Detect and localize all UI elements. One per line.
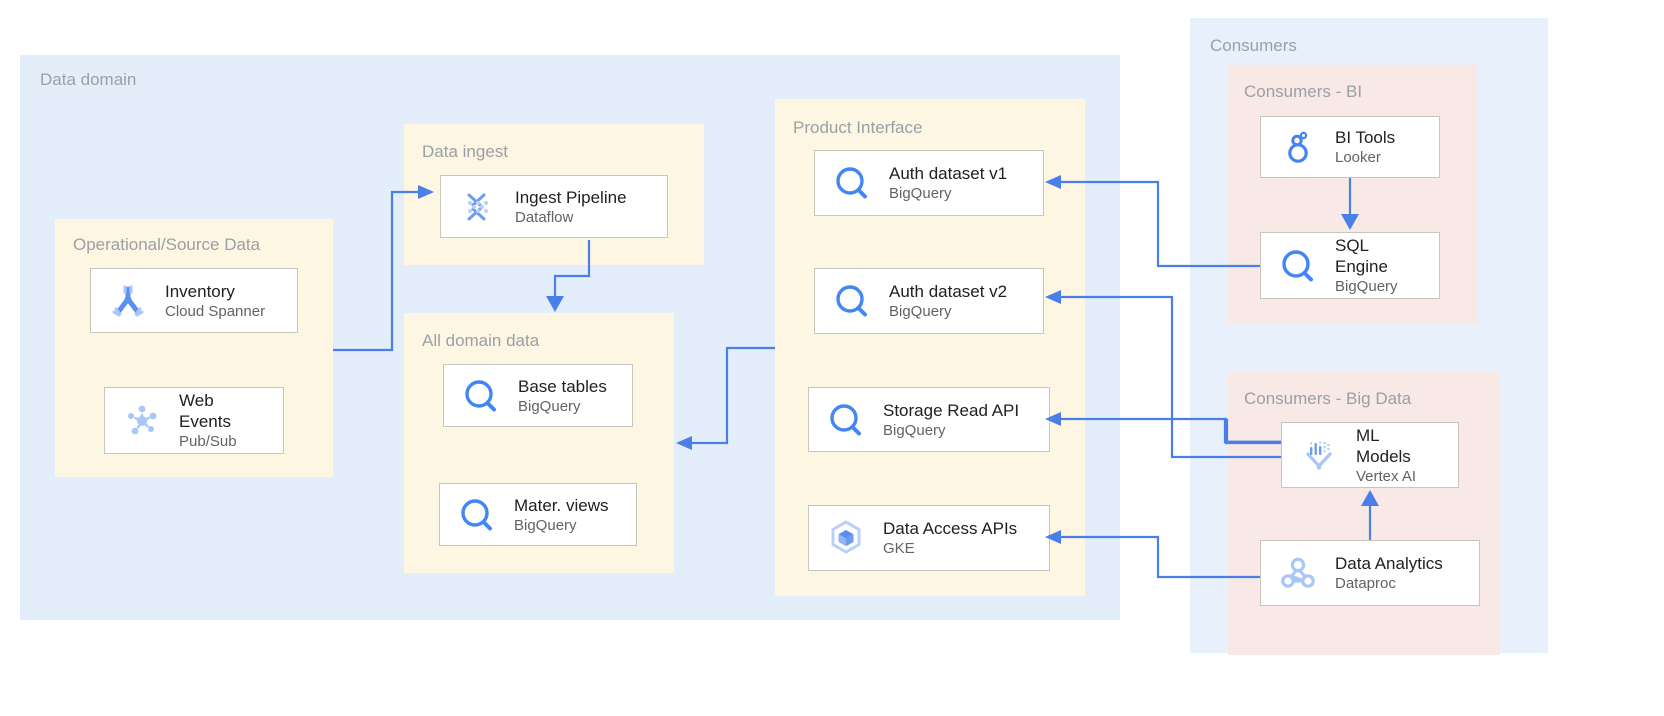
bigquery-icon bbox=[823, 397, 869, 443]
node-bi-tools-text: BI Tools Looker bbox=[1335, 127, 1439, 167]
bigquery-icon bbox=[1275, 243, 1321, 289]
cloud-spanner-icon bbox=[105, 278, 151, 324]
node-ingest-pipeline-text: Ingest Pipeline Dataflow bbox=[515, 187, 667, 227]
group-product-interface-label: Product Interface bbox=[793, 118, 923, 137]
node-auth-dataset-v1-text: Auth dataset v1 BigQuery bbox=[889, 163, 1043, 203]
node-auth-dataset-v1[interactable]: Auth dataset v1 BigQuery bbox=[814, 150, 1044, 216]
node-ingest-pipeline-sub: Dataflow bbox=[515, 208, 574, 226]
bigquery-icon bbox=[829, 278, 875, 324]
pubsub-icon bbox=[119, 398, 165, 444]
node-mater-views-title: Mater. views bbox=[514, 495, 609, 515]
node-data-access-apis-title: Data Access APIs bbox=[883, 519, 1018, 538]
node-auth-dataset-v2-title: Auth dataset v2 bbox=[889, 282, 1008, 301]
node-web-events-text: Web Events Pub/Sub bbox=[179, 390, 283, 451]
node-base-tables-text: Base tables BigQuery bbox=[518, 376, 632, 416]
node-ml-models-title: ML Models bbox=[1356, 425, 1411, 466]
node-sql-engine-text: SQL Engine BigQuery bbox=[1335, 235, 1439, 296]
node-web-events-sub: Pub/Sub bbox=[179, 433, 237, 450]
node-base-tables[interactable]: Base tables BigQuery bbox=[443, 364, 633, 427]
group-consumers-big-data-label: Consumers - Big Data bbox=[1244, 389, 1412, 408]
node-auth-dataset-v2-text: Auth dataset v2 BigQuery bbox=[889, 281, 1043, 321]
node-ingest-pipeline-title: Ingest Pipeline bbox=[515, 187, 627, 207]
node-data-analytics-text: Data Analytics Dataproc bbox=[1335, 553, 1479, 593]
group-consumers-label: Consumers bbox=[1210, 36, 1297, 55]
node-inventory-sub: Cloud Spanner bbox=[165, 302, 266, 320]
gke-icon bbox=[823, 515, 869, 561]
node-auth-dataset-v1-sub: BigQuery bbox=[889, 185, 952, 202]
node-sql-engine-sub: BigQuery bbox=[1335, 278, 1398, 295]
node-mater-views[interactable]: Mater. views BigQuery bbox=[439, 483, 637, 546]
dataproc-icon bbox=[1275, 550, 1321, 596]
node-sql-engine-title: SQL Engine bbox=[1335, 236, 1388, 276]
bigquery-icon bbox=[458, 373, 504, 419]
node-web-events[interactable]: Web Events Pub/Sub bbox=[104, 387, 284, 454]
vertex-ai-icon bbox=[1296, 432, 1342, 478]
node-auth-dataset-v1-title: Auth dataset v1 bbox=[889, 164, 1008, 183]
group-consumers-big-data: Consumers - Big Data bbox=[1228, 372, 1500, 655]
node-bi-tools-sub: Looker bbox=[1335, 149, 1381, 166]
node-bi-tools-title: BI Tools bbox=[1335, 128, 1396, 147]
node-web-events-title: Web Events bbox=[179, 391, 231, 431]
node-storage-read-api-sub: BigQuery bbox=[883, 421, 946, 439]
node-ml-models-sub: Vertex AI bbox=[1356, 467, 1417, 485]
node-inventory-text: Inventory Cloud Spanner bbox=[165, 281, 297, 321]
node-data-access-apis-sub: GKE bbox=[883, 540, 915, 557]
bigquery-icon bbox=[829, 160, 875, 206]
group-operational-source-data-label: Operational/Source Data bbox=[73, 235, 261, 254]
node-data-analytics-sub: Dataproc bbox=[1335, 575, 1396, 592]
node-base-tables-title: Base tables bbox=[518, 376, 607, 396]
node-storage-read-api-text: Storage Read API BigQuery bbox=[883, 400, 1049, 440]
group-all-domain-data-label: All domain data bbox=[422, 331, 540, 350]
node-ml-models[interactable]: ML Models Vertex AI bbox=[1281, 422, 1459, 488]
node-bi-tools[interactable]: BI Tools Looker bbox=[1260, 116, 1440, 178]
node-inventory[interactable]: Inventory Cloud Spanner bbox=[90, 268, 298, 333]
group-consumers-bi-label: Consumers - BI bbox=[1244, 82, 1363, 101]
node-ml-models-text: ML Models Vertex AI bbox=[1356, 425, 1458, 486]
node-data-access-apis-text: Data Access APIs GKE bbox=[883, 518, 1049, 558]
node-data-access-apis[interactable]: Data Access APIs GKE bbox=[808, 505, 1050, 571]
node-auth-dataset-v2-sub: BigQuery bbox=[889, 303, 952, 320]
node-storage-read-api[interactable]: Storage Read API BigQuery bbox=[808, 387, 1050, 452]
bigquery-icon bbox=[454, 492, 500, 538]
node-sql-engine[interactable]: SQL Engine BigQuery bbox=[1260, 232, 1440, 299]
node-data-analytics[interactable]: Data Analytics Dataproc bbox=[1260, 540, 1480, 606]
node-base-tables-sub: BigQuery bbox=[518, 397, 581, 415]
node-storage-read-api-title: Storage Read API bbox=[883, 400, 1020, 420]
node-mater-views-text: Mater. views BigQuery bbox=[514, 495, 636, 535]
group-data-ingest-label: Data ingest bbox=[422, 142, 508, 161]
node-auth-dataset-v2[interactable]: Auth dataset v2 BigQuery bbox=[814, 268, 1044, 334]
looker-icon bbox=[1275, 124, 1321, 170]
node-inventory-title: Inventory bbox=[165, 281, 235, 301]
node-data-analytics-title: Data Analytics bbox=[1335, 554, 1443, 573]
node-mater-views-sub: BigQuery bbox=[514, 516, 577, 534]
group-data-domain-label: Data domain bbox=[40, 70, 137, 89]
node-ingest-pipeline[interactable]: Ingest Pipeline Dataflow bbox=[440, 175, 668, 238]
dataflow-icon bbox=[455, 184, 501, 230]
